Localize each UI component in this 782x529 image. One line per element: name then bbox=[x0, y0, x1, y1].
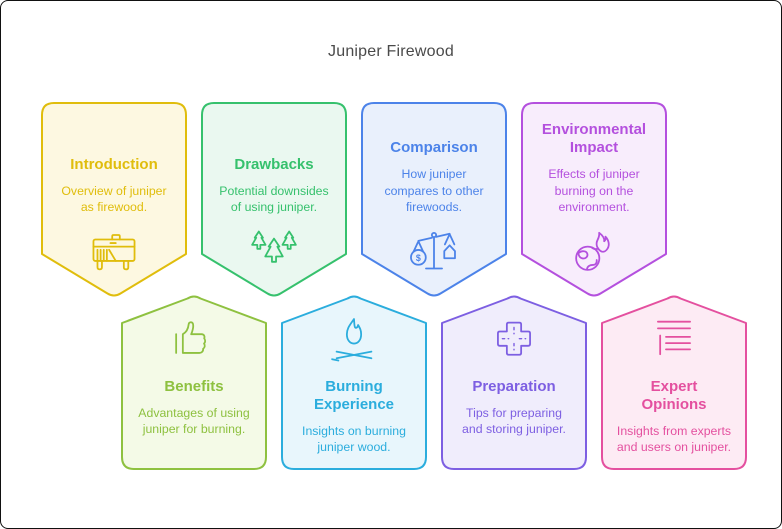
dollar-symbol: $ bbox=[416, 253, 421, 263]
banner-up-shape bbox=[601, 295, 747, 470]
document-lines-icon bbox=[657, 320, 691, 356]
campfire-icon bbox=[331, 318, 373, 362]
page-title: Juniper Firewood bbox=[328, 43, 454, 60]
thumbs-up-icon bbox=[175, 321, 207, 354]
banner-up-shape bbox=[281, 295, 427, 470]
banner-down-shape bbox=[521, 102, 667, 297]
banner-down-shape bbox=[361, 102, 507, 297]
card-title: Comparison bbox=[390, 139, 478, 157]
balance-scale-icon: $ bbox=[410, 231, 456, 270]
pine-trees-icon bbox=[251, 230, 297, 263]
earth-flame-icon bbox=[575, 231, 610, 271]
card-title: Preparation bbox=[472, 378, 556, 395]
banner-up-shape bbox=[121, 295, 267, 470]
card-title: Introduction bbox=[70, 155, 158, 173]
banner-down-shape bbox=[41, 102, 187, 297]
card-title: Benefits bbox=[164, 378, 224, 395]
card-title: Environmental Impact bbox=[541, 121, 647, 157]
banner-down-shape bbox=[201, 102, 347, 297]
firewood-storage-icon bbox=[92, 234, 136, 271]
card-title: Drawbacks bbox=[234, 155, 314, 173]
banner-up-shape bbox=[441, 295, 587, 470]
card-title: Burning Experience bbox=[313, 378, 395, 413]
bandage-cross-icon bbox=[497, 321, 531, 356]
card-title: Expert Opinions bbox=[641, 378, 707, 413]
